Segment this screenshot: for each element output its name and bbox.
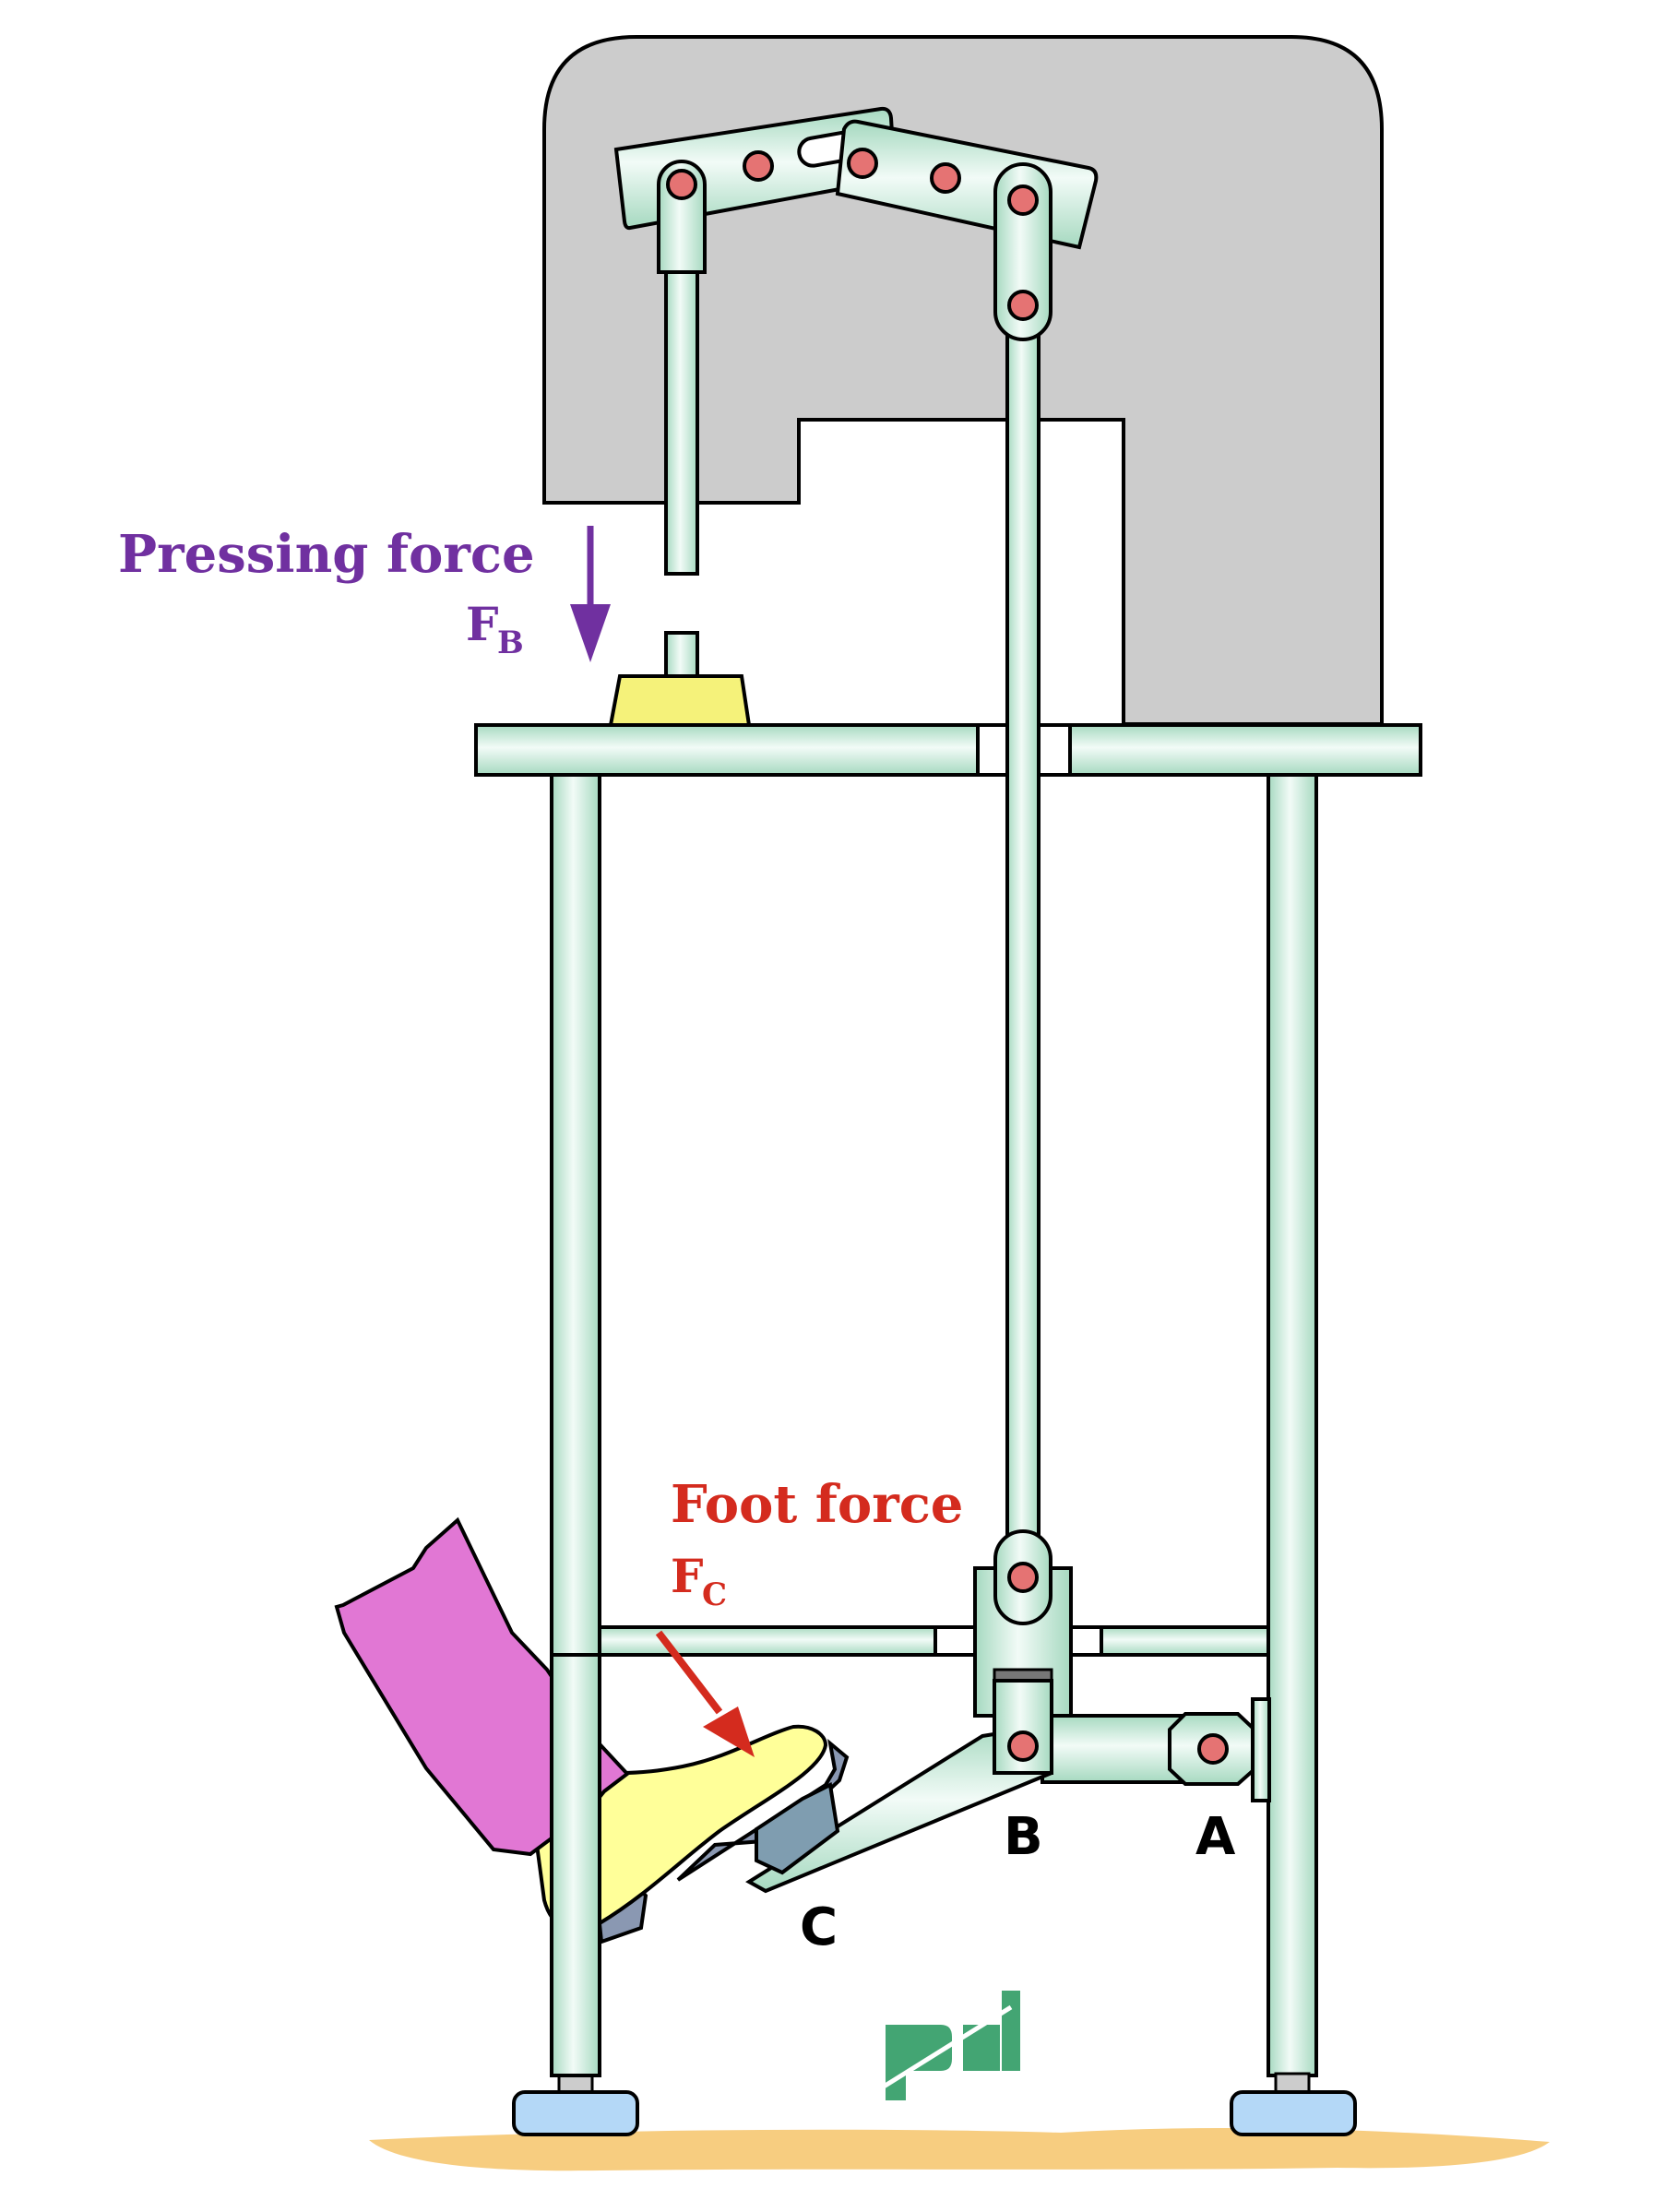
pin-b (1007, 1730, 1039, 1762)
foot-force-subscript: C (702, 1576, 727, 1613)
tabletop-left (474, 723, 980, 777)
left-leg-front (550, 1653, 601, 2077)
right-leg (1267, 771, 1318, 2077)
pivot-a-bracket (1251, 1697, 1271, 1802)
punch-tip (664, 631, 699, 679)
pressing-force-label: Pressing force (118, 524, 535, 585)
machine-housing (542, 35, 1384, 726)
foot-force-symbol: F (671, 1549, 704, 1603)
pin-rod-bottom (1007, 1562, 1039, 1593)
right-foot-pad (1230, 2090, 1357, 2136)
crossbar-right (1100, 1625, 1270, 1657)
left-foot-pad (512, 2090, 639, 2136)
foot-force-arrow (655, 1630, 723, 1715)
pin-rocker-top (1007, 184, 1039, 216)
pin-a (1197, 1733, 1229, 1765)
pd-logo-icon (882, 1991, 1020, 2100)
point-b-label: B (1004, 1807, 1043, 1867)
pull-rod (1005, 316, 1041, 1538)
point-c-label: C (800, 1897, 838, 1957)
workpiece (608, 674, 752, 727)
pin-left-plate (743, 150, 774, 182)
pin-ram-top (666, 169, 697, 200)
pressing-force-symbol: F (466, 597, 499, 651)
point-a-label: A (1195, 1807, 1236, 1867)
foot-force-label: Foot force (671, 1474, 963, 1535)
tabletop-right (1068, 723, 1422, 777)
pressing-force-arrowhead (570, 604, 611, 662)
shoe-sole-block (755, 1781, 840, 1875)
shoe-sole (676, 1738, 850, 1882)
crossbar-left (598, 1625, 937, 1657)
foot-force-arrowhead (703, 1707, 755, 1757)
pressing-force-subscript: B (497, 624, 524, 661)
pin-rocker-bottom (1007, 290, 1039, 321)
pin-right-plate-1 (847, 148, 878, 179)
floor (369, 2127, 1550, 2171)
press-ram (664, 266, 699, 576)
rocker-arm (993, 162, 1052, 341)
pin-right-plate-2 (930, 162, 961, 194)
